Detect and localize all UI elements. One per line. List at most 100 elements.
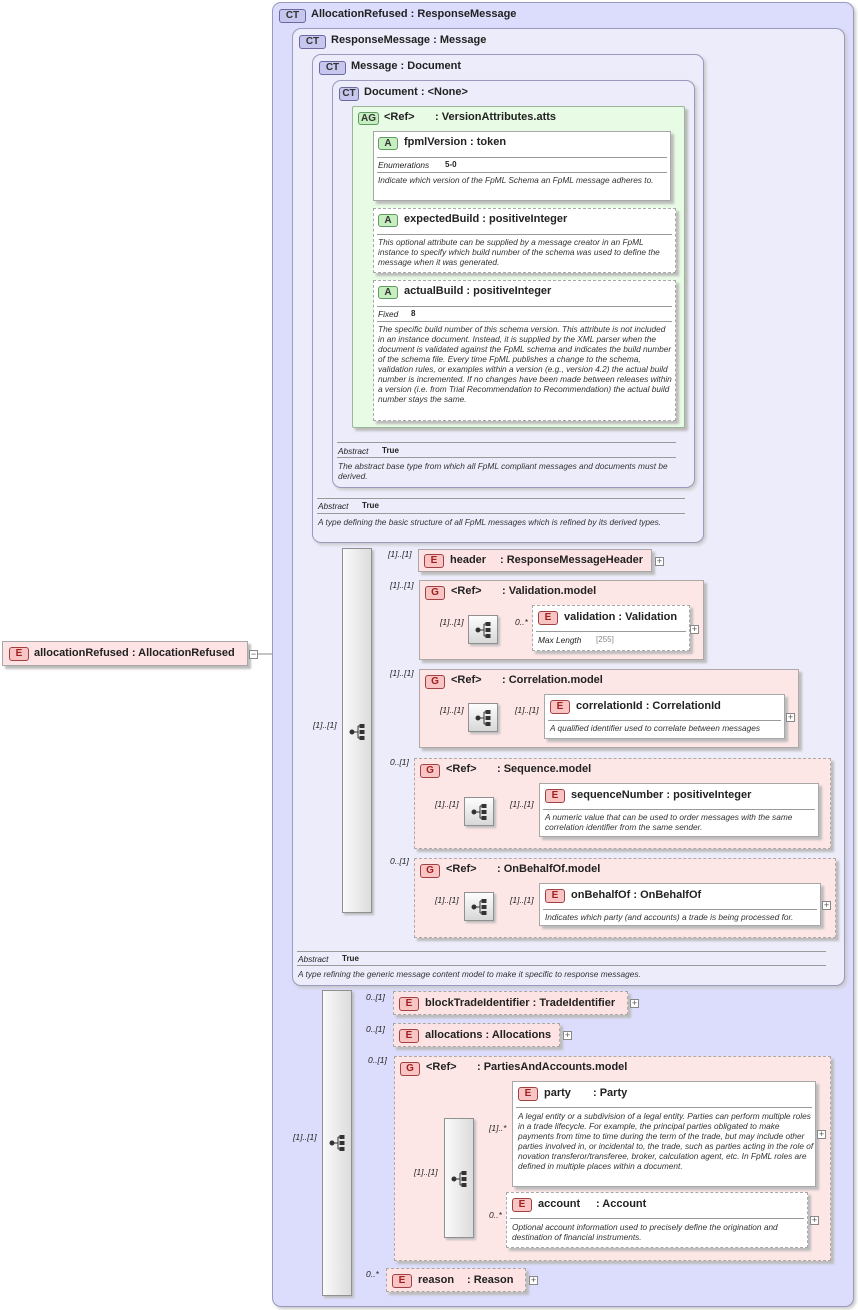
complex-type-title: AllocationRefused : ResponseMessage (311, 8, 517, 20)
sequence-compositor[interactable] (464, 892, 494, 921)
cardinality: [1]..* (489, 1123, 507, 1133)
element-documentation: A legal entity or a subdivision of a leg… (518, 1111, 814, 1171)
sequence-compositor[interactable] (468, 615, 498, 644)
abstract-value: True (342, 954, 359, 963)
expand-toggle[interactable]: + (822, 900, 831, 910)
attribute-actualbuild[interactable]: A actualBuild : positiveInteger Fixed 8 … (373, 280, 676, 421)
expand-toggle[interactable]: + (655, 556, 664, 566)
abstract-label: Abstract (318, 501, 349, 511)
enumerations-label: Enumerations (378, 160, 430, 170)
expand-toggle[interactable]: + (817, 1129, 826, 1139)
element-allocations[interactable]: E allocations : Allocations (393, 1023, 560, 1047)
element-sequencenumber[interactable]: E sequenceNumber : positiveInteger A num… (539, 783, 819, 837)
attribute-fpmlversion[interactable]: A fpmlVersion : token Enumerations 5-0 I… (373, 131, 671, 201)
group-icon: G (425, 675, 445, 689)
group-name: : Sequence.model (497, 763, 592, 775)
expand-toggle[interactable]: + (810, 1215, 819, 1225)
element-icon: E (545, 789, 565, 803)
element-title: allocations : Allocations (425, 1029, 552, 1041)
group-name: : OnBehalfOf.model (497, 863, 601, 875)
element-icon: E (9, 647, 29, 661)
sequence-compositor[interactable] (342, 548, 372, 913)
collapse-toggle[interactable]: − (249, 649, 258, 659)
element-reason[interactable]: E reason : Reason (386, 1268, 526, 1292)
element-icon: E (545, 889, 565, 903)
element-account[interactable]: E account : Account Optional account inf… (506, 1192, 808, 1248)
group-ref: <Ref> (426, 1061, 457, 1073)
type-documentation: A type defining the basic structure of a… (318, 517, 662, 527)
sequence-compositor[interactable] (322, 990, 352, 1296)
element-party[interactable]: E party : Party A legal entity or a subd… (512, 1081, 816, 1187)
element-correlationid[interactable]: E correlationId : CorrelationId A qualif… (544, 694, 785, 739)
complex-type-icon: CT (299, 35, 326, 49)
element-type: : Reason (467, 1274, 514, 1286)
cardinality: [1]..[1] (293, 1132, 317, 1142)
element-onbehalfof[interactable]: E onBehalfOf : OnBehalfOf Indicates whic… (539, 883, 821, 926)
attribute-title: expectedBuild : positiveInteger (404, 213, 568, 225)
abstract-label: Abstract (298, 954, 329, 964)
cardinality: 0..[1] (390, 757, 409, 767)
fixed-value: 8 (411, 309, 416, 318)
element-icon: E (550, 700, 570, 714)
sequence-compositor[interactable] (464, 797, 494, 826)
sequence-icon (349, 724, 365, 740)
element-icon: E (538, 611, 558, 625)
cardinality: 0..[1] (368, 1055, 387, 1065)
enumerations-value: 5-0 (445, 160, 457, 169)
element-name: header (450, 554, 487, 566)
root-element-allocationrefused[interactable]: E allocationRefused : AllocationRefused (2, 641, 248, 666)
complex-type-title: Document : <None> (364, 86, 468, 98)
attribute-documentation: This optional attribute can be supplied … (378, 237, 660, 267)
max-length-label: Max Length (538, 635, 582, 645)
expand-toggle[interactable]: + (529, 1275, 538, 1285)
attribute-group-name: : VersionAttributes.atts (435, 111, 557, 123)
element-type: : ResponseMessageHeader (500, 554, 644, 566)
element-blocktradeidentifier[interactable]: E blockTradeIdentifier : TradeIdentifier (393, 991, 628, 1015)
cardinality: [1]..[1] (390, 668, 414, 678)
complex-type-title: Message : Document (351, 60, 462, 72)
attribute-group-icon: AG (358, 112, 379, 125)
cardinality: [1]..[1] (510, 895, 534, 905)
element-header[interactable]: E header : ResponseMessageHeader (418, 549, 652, 572)
cardinality: [1]..[1] (388, 549, 412, 559)
element-documentation: A qualified identifier used to correlate… (550, 723, 761, 733)
expand-toggle[interactable]: + (630, 998, 639, 1008)
element-icon: E (392, 1274, 412, 1288)
sequence-icon (451, 1171, 467, 1187)
abstract-label: Abstract (338, 446, 369, 456)
element-validation[interactable]: E validation : Validation Max Length [25… (532, 605, 690, 651)
group-icon: G (420, 864, 440, 878)
attribute-documentation: Indicate which version of the FpML Schem… (378, 175, 654, 185)
expand-toggle[interactable]: + (786, 712, 795, 722)
attribute-title: fpmlVersion : token (404, 136, 507, 148)
group-name: : PartiesAndAccounts.model (477, 1061, 628, 1073)
element-title: blockTradeIdentifier : TradeIdentifier (425, 997, 616, 1009)
type-documentation: The abstract base type from which all Fp… (338, 461, 668, 481)
cardinality: [1]..[1] (435, 895, 459, 905)
element-type: : Account (596, 1198, 647, 1210)
element-name: party (544, 1087, 571, 1099)
group-ref: <Ref> (446, 763, 477, 775)
element-icon: E (512, 1198, 532, 1212)
element-title: correlationId : CorrelationId (576, 700, 721, 712)
element-documentation: A numeric value that can be used to orde… (545, 812, 793, 832)
sequence-icon (475, 710, 491, 726)
group-icon: G (400, 1062, 420, 1076)
cardinality: [1]..[1] (510, 799, 534, 809)
sequence-compositor[interactable] (444, 1118, 474, 1238)
cardinality: 0..[1] (366, 1024, 385, 1034)
element-title: validation : Validation (564, 611, 678, 623)
expand-toggle[interactable]: + (563, 1030, 572, 1040)
attribute-expectedbuild[interactable]: A expectedBuild : positiveInteger This o… (373, 208, 676, 273)
element-icon: E (399, 1029, 419, 1043)
cardinality: [1]..[1] (313, 720, 337, 730)
sequence-compositor[interactable] (468, 703, 498, 732)
type-documentation: A type refining the generic message cont… (298, 969, 641, 979)
element-documentation: Optional account information used to pre… (512, 1222, 778, 1242)
cardinality: [1]..[1] (440, 617, 464, 627)
element-type: : Party (593, 1087, 628, 1099)
sequence-icon (471, 804, 487, 820)
expand-toggle[interactable]: + (690, 624, 699, 634)
abstract-value: True (382, 446, 399, 455)
element-icon: E (399, 997, 419, 1011)
